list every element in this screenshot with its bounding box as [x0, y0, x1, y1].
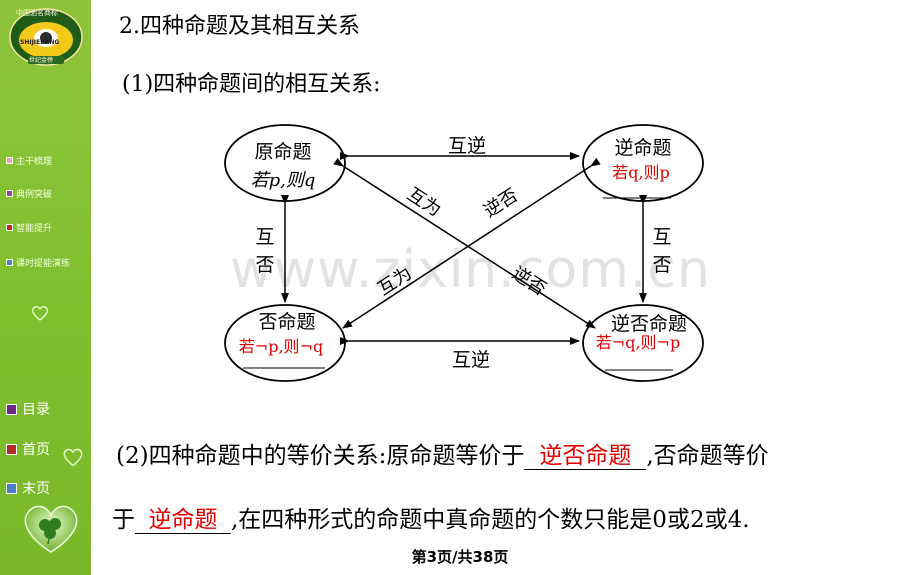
sidebar: 中国驰名商标 SHIJIEBANG 世纪金榜 主干梳理 典例突破 智能提升 课时… [0, 0, 91, 575]
answer-blank-contrapositive: 逆否命题 [524, 443, 647, 471]
contrapositive-condition: 若¬q,则¬p [596, 333, 680, 352]
logo-band-text: SHIJIEBANG [20, 39, 60, 46]
contrapositive-title: 逆否命题 [611, 313, 687, 335]
inverse-title: 否命题 [258, 311, 315, 333]
diagonal-label-2: 逆否 [480, 185, 522, 222]
sidebar-item-main-review[interactable]: 主干梳理 [6, 154, 52, 167]
nav-last-page-button[interactable]: 末页 [6, 478, 50, 498]
nav-first-page-button[interactable]: 首页 [6, 439, 50, 459]
bottom-relation-label: 互逆 [452, 349, 490, 371]
diagonal-label-1: 互为 [403, 184, 445, 221]
logo-top-text: 中国驰名商标 [16, 9, 58, 17]
inverse-condition: 若¬p,则¬q [239, 337, 323, 356]
clover-heart-icon [24, 505, 78, 553]
square-icon [6, 157, 13, 164]
line2-prefix: 于 [112, 507, 135, 533]
left-relation-label-2: 否 [255, 254, 274, 276]
original-condition: 若p,则q [251, 170, 316, 191]
converse-title: 逆命题 [614, 137, 671, 159]
answer-blank-converse: 逆命题 [135, 507, 231, 535]
line1-prefix: (2)四种命题中的等价关系:原命题等价于 [116, 443, 525, 469]
right-relation-label-1: 互 [652, 226, 671, 248]
nav-contents-button[interactable]: 目录 [6, 399, 50, 419]
square-icon [6, 403, 17, 415]
top-relation-label: 互逆 [448, 135, 486, 157]
diagonal-arrow-2 [342, 157, 601, 329]
sidebar-item-practice[interactable]: 课时提能演练 [6, 256, 70, 269]
converse-condition: 若q,则p [612, 163, 670, 182]
square-icon [6, 259, 13, 266]
nav-label: 目录 [22, 402, 50, 418]
square-icon [6, 224, 13, 231]
brand-logo [9, 8, 83, 66]
left-relation-label-1: 互 [255, 226, 274, 248]
line2-suffix: ,在四种形式的命题中真命题的个数只能是0或2或4. [231, 507, 750, 533]
page-indicator: 第3页/共38页 [411, 548, 509, 566]
heart-icon [63, 448, 83, 467]
sidebar-item-label: 智能提升 [16, 224, 53, 234]
sidebar-item-skill-boost[interactable]: 智能提升 [6, 221, 52, 234]
sidebar-item-label: 典例突破 [16, 190, 53, 200]
square-icon [6, 443, 17, 455]
right-relation-label-2: 否 [652, 254, 671, 276]
sidebar-item-label: 主干梳理 [16, 157, 53, 167]
nav-label: 末页 [22, 481, 50, 497]
line1-suffix: ,否命题等价 [646, 443, 769, 469]
nav-label: 首页 [22, 442, 50, 458]
sidebar-item-examples[interactable]: 典例突破 [6, 187, 52, 200]
section-title: 2.四种命题及其相互关系 [119, 14, 360, 39]
square-icon [6, 482, 17, 494]
equivalence-paragraph-line2: 于逆命题,在四种形式的命题中真命题的个数只能是0或2或4. [112, 500, 750, 535]
sidebar-item-label: 课时提能演练 [16, 259, 71, 269]
equivalence-paragraph-line1: (2)四种命题中的等价关系:原命题等价于逆否命题,否命题等价 [116, 436, 769, 471]
logo-bottom-text: 世纪金榜 [29, 57, 54, 64]
four-propositions-diagram: 原命题 若p,则q 逆命题 若q,则p 否命题 若¬p,则¬q 逆否命题 若¬q… [224, 124, 704, 382]
heart-icon [32, 306, 48, 321]
subsection-title: (1)四种命题间的相互关系: [122, 72, 381, 97]
square-icon [6, 190, 13, 197]
original-title: 原命题 [254, 141, 311, 163]
contrapositive-proposition-node [582, 304, 704, 382]
